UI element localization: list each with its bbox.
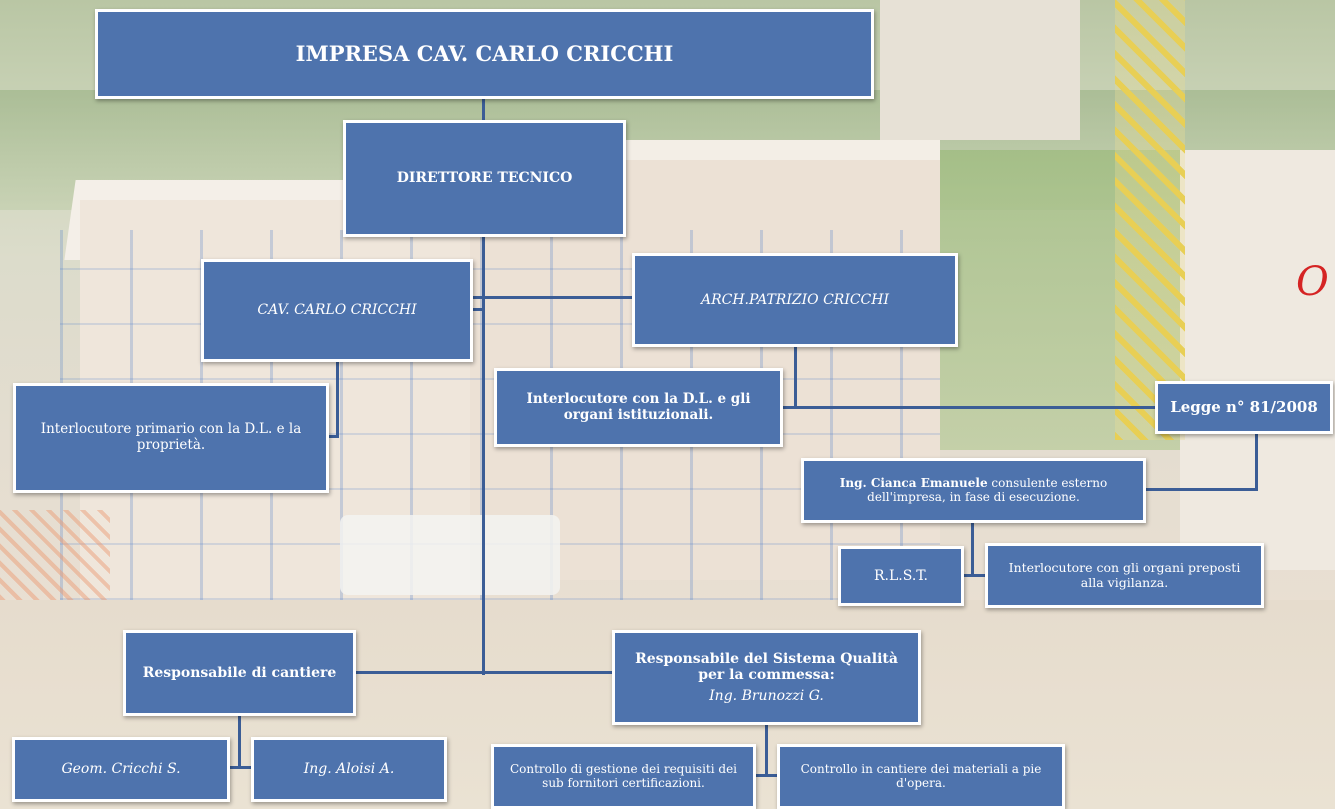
carlo-cricchi-label: CAV. CARLO CRICCHI — [257, 302, 417, 319]
quality-manager-title: Responsabile del Sistema Qualità per la … — [635, 651, 898, 684]
connector — [238, 713, 241, 769]
connector — [336, 360, 339, 438]
patrizio-cricchi-label: ARCH.PATRIZIO CRICCHI — [700, 291, 890, 308]
site-manager-box: Responsabile di cantiere — [123, 630, 356, 716]
connector — [470, 296, 634, 299]
carlo-role-box: Interlocutore primario con la D.L. e la … — [13, 383, 329, 493]
connector — [962, 574, 988, 577]
site-staff-1-box: Geom. Cricchi S. — [12, 737, 230, 802]
quality-manager-box: Responsabile del Sistema Qualità per la … — [612, 630, 921, 725]
connector — [794, 345, 797, 409]
quality-manager-name: Ing. Brunozzi G. — [709, 687, 824, 704]
logo-icon: O — [1296, 259, 1329, 305]
connector — [780, 406, 1158, 409]
company-title: IMPRESA CAV. CARLO CRICCHI — [295, 40, 674, 66]
technical-director-box: DIRETTORE TECNICO — [343, 120, 626, 237]
rlst-label: R.L.S.T. — [873, 567, 928, 584]
connector — [1143, 488, 1258, 491]
consultant-name: Ing. Cianca Emanuele — [839, 475, 988, 490]
site-manager-label: Responsabile di cantiere — [142, 664, 337, 681]
patrizio-role-text: Interlocutore con la D.L. e gli organi i… — [526, 390, 751, 423]
rlst-role-text: Interlocutore con gli organi preposti al… — [1008, 560, 1241, 590]
quality-task-1-box: Controllo di gestione dei requisiti dei … — [491, 744, 756, 809]
quality-task-1-text: Controllo di gestione dei requisiti dei … — [509, 761, 738, 790]
rlst-box: R.L.S.T. — [838, 546, 964, 606]
carlo-cricchi-box: CAV. CARLO CRICCHI — [201, 259, 473, 362]
connector — [470, 308, 484, 311]
quality-task-2-box: Controllo in cantiere dei materiali a pi… — [777, 744, 1065, 809]
site-staff-2-box: Ing. Aloisi A. — [251, 737, 447, 802]
connector — [753, 774, 780, 777]
patrizio-cricchi-box: ARCH.PATRIZIO CRICCHI — [632, 253, 958, 347]
connector — [765, 722, 768, 776]
connector — [482, 235, 485, 675]
connector — [1255, 432, 1258, 490]
technical-director-label: DIRETTORE TECNICO — [396, 170, 573, 187]
quality-task-2-text: Controllo in cantiere dei materiali a pi… — [800, 761, 1042, 790]
law-box: Legge n° 81/2008 — [1155, 381, 1333, 434]
connector — [326, 435, 339, 438]
patrizio-role-box: Interlocutore con la D.L. e gli organi i… — [494, 368, 783, 447]
company-box: IMPRESA CAV. CARLO CRICCHI — [95, 9, 874, 99]
consultant-role: consulente esterno dell'impresa, in fase… — [867, 475, 1108, 504]
connector — [229, 766, 254, 769]
site-staff-1-label: Geom. Cricchi S. — [61, 761, 181, 778]
law-label: Legge n° 81/2008 — [1170, 397, 1318, 416]
consultant-box: Ing. Cianca Emanuele consulente esterno … — [801, 458, 1146, 523]
site-staff-2-label: Ing. Aloisi A. — [303, 761, 395, 778]
rlst-role-box: Interlocutore con gli organi preposti al… — [985, 543, 1264, 608]
connector — [354, 671, 614, 674]
carlo-role-text: Interlocutore primario con la D.L. e la … — [40, 421, 302, 453]
connector — [482, 97, 485, 122]
connector — [971, 521, 974, 577]
consultant-text: Ing. Cianca Emanuele consulente esterno … — [816, 475, 1131, 505]
